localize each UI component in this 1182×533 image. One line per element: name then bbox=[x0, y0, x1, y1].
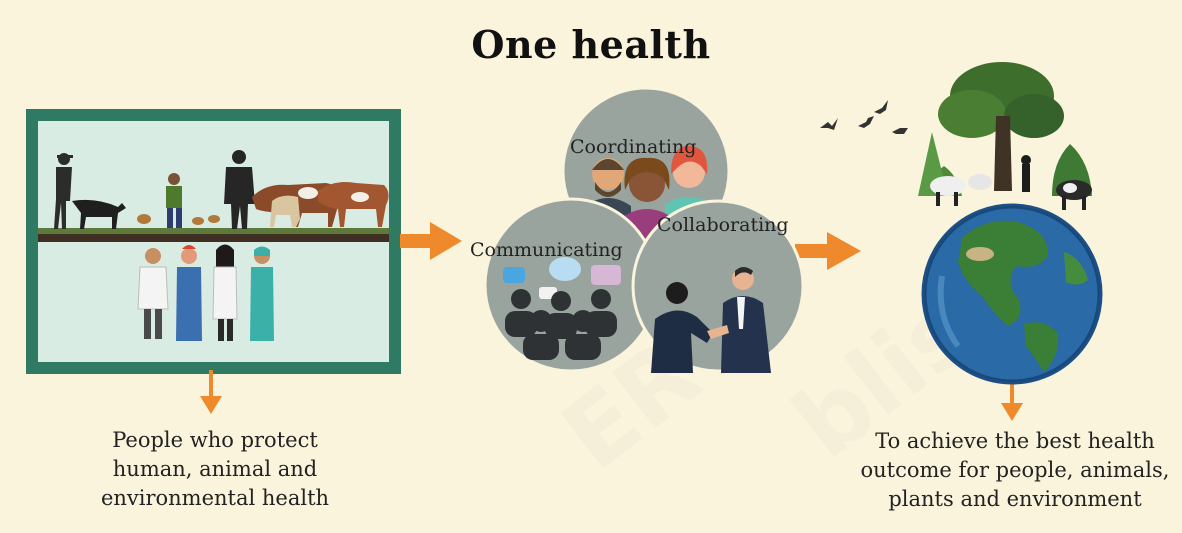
left-caption-line-1: People who protect bbox=[112, 428, 318, 452]
coordinating-label: Coordinating bbox=[570, 136, 697, 158]
handshake-icon bbox=[651, 267, 771, 373]
page-title: One health bbox=[471, 22, 711, 67]
left-caption-line-2: human, animal and bbox=[112, 457, 318, 481]
professionals-frame bbox=[26, 109, 401, 374]
doctor-icon bbox=[137, 248, 169, 339]
arrow-to-earth bbox=[795, 232, 861, 270]
ground-strip bbox=[38, 233, 389, 242]
vet-silhouette-icon bbox=[224, 150, 255, 229]
communicating-label: Communicating bbox=[470, 239, 623, 261]
child-figure-icon bbox=[166, 173, 182, 228]
surgeon-icon bbox=[250, 246, 274, 341]
right-caption: To achieve the best health outcome for p… bbox=[850, 427, 1180, 514]
nurse-blue-icon bbox=[176, 245, 202, 341]
right-caption-line-3: plants and environment bbox=[888, 487, 1142, 511]
chat-bubbles-icon bbox=[503, 257, 621, 299]
left-caption-line-3: environmental health bbox=[100, 486, 330, 510]
birds-icon bbox=[820, 100, 908, 134]
right-caption-line-2: outcome for people, animals, bbox=[860, 458, 1170, 482]
arrow-down-right bbox=[1001, 377, 1023, 421]
arrow-down-left bbox=[200, 370, 222, 414]
chickens-icon bbox=[137, 214, 220, 225]
earth-illustration bbox=[820, 62, 1103, 385]
right-caption-line-1: To achieve the best health bbox=[875, 429, 1155, 453]
doctor-woman-icon bbox=[212, 244, 238, 341]
collaborating-circle bbox=[631, 199, 805, 373]
group-people-icon bbox=[505, 289, 617, 360]
farm-animals-icon bbox=[930, 155, 1092, 210]
collaborating-label: Collaborating bbox=[657, 214, 789, 236]
communicating-circle bbox=[483, 197, 659, 373]
tree-icon bbox=[918, 62, 1092, 196]
cows-icon bbox=[252, 182, 389, 227]
globe-icon bbox=[921, 203, 1103, 385]
left-caption: People who protect human, animal and env… bbox=[30, 426, 400, 513]
arrow-to-circles bbox=[400, 222, 462, 260]
farmer-silhouette-icon bbox=[54, 153, 126, 229]
